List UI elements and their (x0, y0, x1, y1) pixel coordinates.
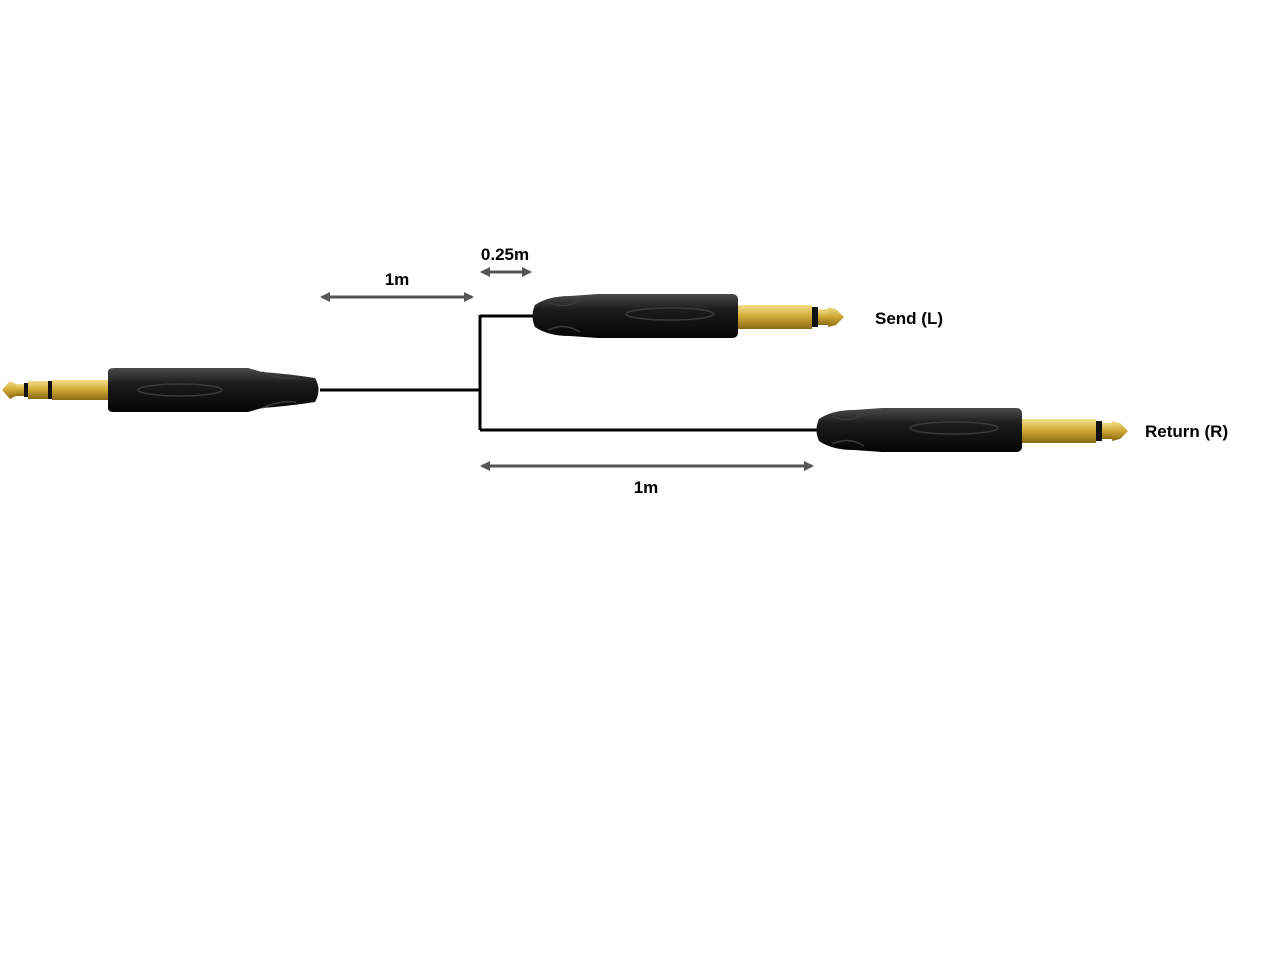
send-output-label: Send (L) (875, 309, 943, 328)
dimension-return-branch: 1m (480, 461, 814, 497)
return-plug-body (816, 408, 1022, 452)
return-plug-insulator (1096, 421, 1102, 441)
send-plug-body (532, 294, 738, 338)
send-plug-tip (828, 307, 844, 327)
return-plug-strain-relief (831, 413, 865, 447)
input-plug-sleeve (52, 380, 108, 400)
input-plug-tip-neck (16, 384, 24, 396)
input-trs-plug (2, 368, 319, 412)
input-plug-tip (2, 381, 16, 399)
send-plug-sleeve (738, 305, 812, 329)
return-ts-plug (816, 408, 1128, 452)
return-plug-tip (1112, 421, 1128, 441)
send-plug-tip-neck (818, 309, 828, 325)
dimension-label-trunk: 1m (385, 270, 410, 289)
dimension-trunk: 1m (320, 270, 474, 302)
input-plug-ring (28, 381, 48, 399)
dimension-send-branch: 0.25m (480, 245, 532, 277)
dimension-label-send-branch: 0.25m (481, 245, 529, 264)
dimension-label-return-branch: 1m (634, 478, 659, 497)
return-output-label: Return (R) (1145, 422, 1228, 441)
input-plug-strain-relief (261, 371, 297, 409)
send-ts-plug (532, 294, 844, 338)
cable-network (320, 314, 820, 432)
return-plug-sleeve (1022, 419, 1096, 443)
return-plug-tip-neck (1102, 423, 1112, 439)
send-plug-insulator (812, 307, 818, 327)
input-plug-body (108, 368, 319, 412)
input-plug-brand-engraving (137, 383, 223, 397)
send-plug-brand-engraving (625, 307, 715, 321)
input-plug-sleeve-insulator (48, 381, 52, 399)
input-plug-ring-insulator (24, 383, 28, 397)
send-plug-strain-relief (547, 299, 581, 333)
return-plug-brand-engraving (909, 421, 999, 435)
